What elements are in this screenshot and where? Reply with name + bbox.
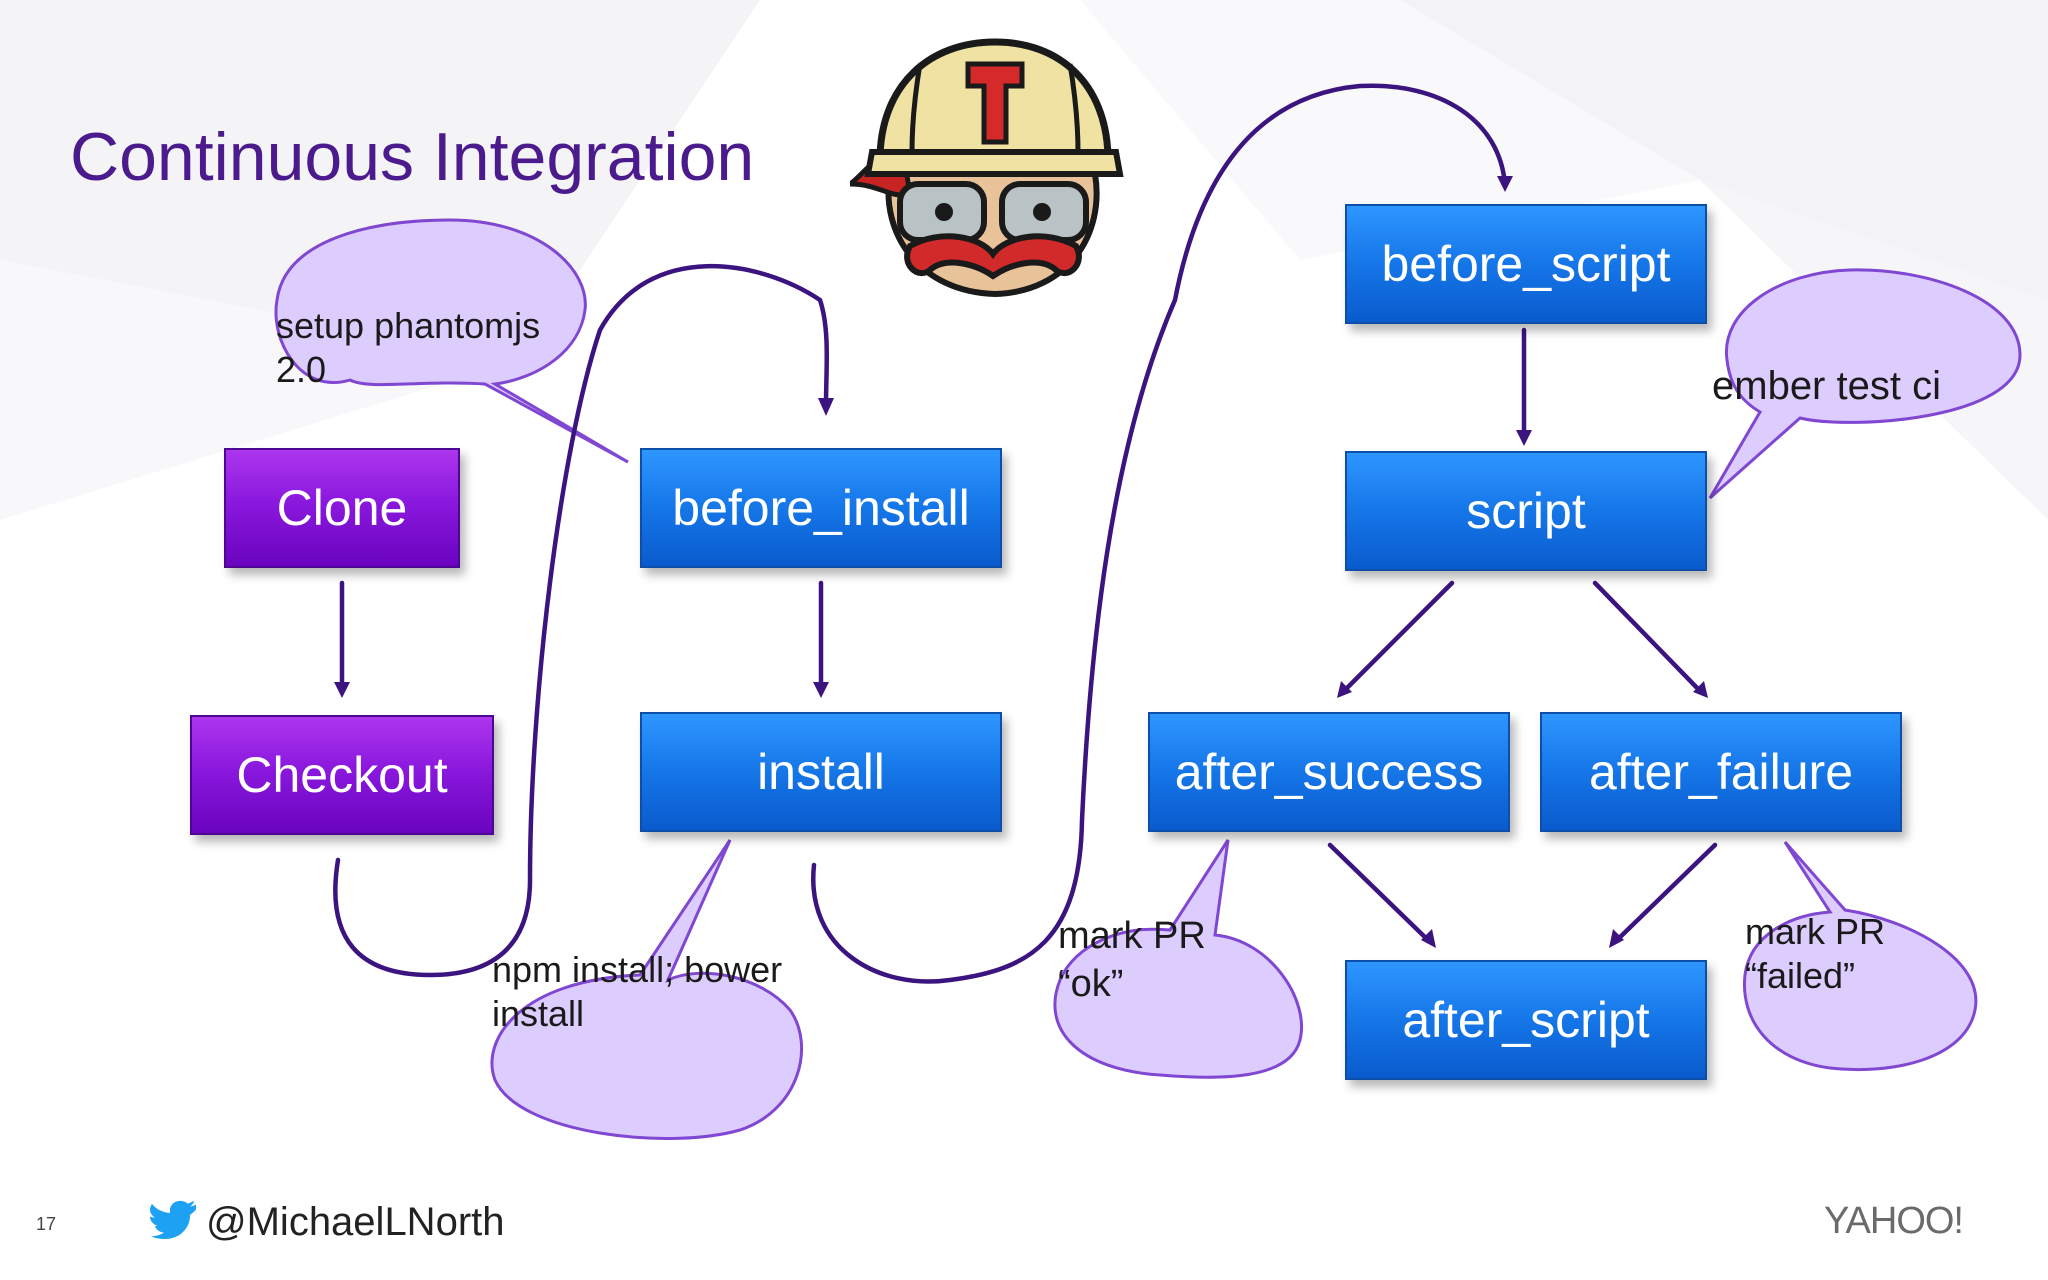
speech-bubble-ok [1053,839,1303,1079]
connector-checkout-to-before-install [333,263,830,978]
note-phantom-line-2: 2.0 [276,349,327,390]
box-before-script: before_script [1345,204,1707,324]
twitter-bird-icon [150,1200,196,1240]
note-phantom-line-1: setup phantomjs [276,305,541,346]
note-ember-line-1: ember test ci [1712,364,1941,408]
note-failed-line-2: “failed” [1745,955,1856,996]
note-ok-line-1: mark PR [1058,915,1206,957]
speech-bubble-phantom [274,218,629,464]
yahoo-logo: YAHOO! [1824,1200,1964,1242]
box-after-failure: after_failure [1540,712,1902,832]
note-ok-line-2: “ok” [1058,963,1124,1005]
note-npm: npm install; bower install [492,948,782,1036]
arrow-script-after-success [1339,580,1455,696]
speech-bubble-ember [1708,268,2022,500]
note-ok: mark PR “ok” [1058,912,1206,1008]
speech-bubble-failed [1742,841,1978,1072]
travis-ci-mascot-icon [850,38,1124,298]
arrow-script-after-failure [1592,580,1705,696]
page-number: 17 [36,1214,57,1234]
arrow-after-success-after-script [1327,842,1433,945]
note-npm-line-2: install [492,993,585,1034]
box-before-install: before_install [640,448,1002,568]
box-checkout: Checkout [190,715,494,835]
box-clone: Clone [224,448,460,568]
note-npm-line-1: npm install; bower [492,949,783,990]
slide-title: Continuous Integration [70,119,755,195]
arrow-after-failure-after-script [1612,842,1718,945]
note-ember: ember test ci [1712,364,1941,408]
box-after-success: after_success [1148,712,1510,832]
box-after-script: after_script [1345,960,1707,1080]
box-script: script [1345,451,1707,571]
note-phantom: setup phantomjs 2.0 [276,304,540,392]
note-failed: mark PR “failed” [1745,910,1885,998]
box-install: install [640,712,1002,832]
speech-bubble-npm [490,839,804,1140]
twitter-handle: @MichaelLNorth [206,1200,505,1244]
connector-install-to-before-script [811,83,1508,984]
note-failed-line-1: mark PR [1745,911,1886,952]
